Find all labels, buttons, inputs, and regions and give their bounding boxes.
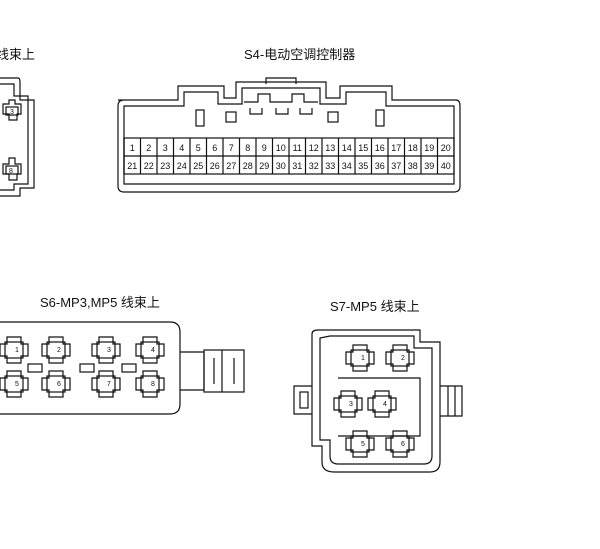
s6-cavity-label: 1 xyxy=(15,347,19,354)
s6-cavity-label: 4 xyxy=(151,347,155,354)
s4-pin-label: 15 xyxy=(358,143,368,153)
s4-pin-label: 29 xyxy=(259,161,269,171)
s6-cavity: 4 xyxy=(135,336,165,364)
s6-connector-body xyxy=(0,321,245,415)
s4-pin-label: 32 xyxy=(309,161,319,171)
s3-cavity-3: 3 xyxy=(2,99,22,121)
s4-pin-label: 6 xyxy=(212,143,217,153)
s6-cavity: 6 xyxy=(41,370,71,398)
s4-pin-label: 25 xyxy=(193,161,203,171)
s4-pin-label: 37 xyxy=(391,161,401,171)
s4-pin-label: 8 xyxy=(245,143,250,153)
s3-pin-label: 8 xyxy=(9,168,13,175)
s7-cavity-label: 4 xyxy=(383,401,387,408)
s6-cavities: 1 2 3 4 5 6 7 8 xyxy=(0,336,165,398)
s7-cavity: 3 xyxy=(333,390,363,418)
s4-pin-label: 21 xyxy=(127,161,137,171)
s4-pin-label: 38 xyxy=(408,161,418,171)
s4-pin-label: 31 xyxy=(292,161,302,171)
s6-connector-label: S6-MP3,MP5 线束上 xyxy=(40,295,160,310)
s7-cavity: 6 xyxy=(385,430,415,458)
s4-pin-label: 10 xyxy=(276,143,286,153)
s4-pin-label: 23 xyxy=(160,161,170,171)
s7-cavity: 4 xyxy=(367,390,397,418)
s4-pin-label: 4 xyxy=(179,143,184,153)
s4-pin-label: 12 xyxy=(309,143,319,153)
s4-pin-label: 36 xyxy=(375,161,385,171)
s4-pin-label: 16 xyxy=(375,143,385,153)
s7-cavity-label: 5 xyxy=(361,441,365,448)
s6-cavity-label: 6 xyxy=(57,381,61,388)
s6-cavity: 1 xyxy=(0,336,29,364)
s7-cavities: 1 2 3 4 5 6 xyxy=(333,344,415,458)
s4-pin-label: 11 xyxy=(293,143,302,153)
s4-pin-label: 7 xyxy=(229,143,234,153)
s6-cavity: 3 xyxy=(91,336,121,364)
s4-pin-label: 28 xyxy=(243,161,253,171)
s4-pin-label: 40 xyxy=(441,161,451,171)
s4-pin-label: 19 xyxy=(424,143,434,153)
s6-cavity: 5 xyxy=(0,370,29,398)
s7-cavity-label: 1 xyxy=(361,355,365,362)
s7-cavity-label: 3 xyxy=(349,401,353,408)
s4-pin-label: 30 xyxy=(276,161,286,171)
s6-cavity-label: 5 xyxy=(15,381,19,388)
s4-pin-label: 1 xyxy=(130,143,135,153)
s6-cavity: 7 xyxy=(91,370,121,398)
s4-pin-label: 35 xyxy=(358,161,368,171)
s4-connector-body xyxy=(117,77,461,193)
s3-connector-label-partial: 线束上 xyxy=(0,47,36,62)
s4-pin-label: 20 xyxy=(441,143,451,153)
s4-pin-label: 14 xyxy=(342,143,352,153)
s6-cavity: 8 xyxy=(135,370,165,398)
s4-connector-label: S4-电动空调控制器 xyxy=(244,47,356,62)
s7-cavity-label: 2 xyxy=(401,355,405,362)
s7-cavity: 2 xyxy=(385,344,415,372)
s4-pin-label: 22 xyxy=(144,161,154,171)
s4-pin-label: 33 xyxy=(325,161,335,171)
s4-pin-label: 34 xyxy=(342,161,352,171)
s4-pin-label: 3 xyxy=(163,143,168,153)
s3-pin-label: 3 xyxy=(10,109,14,116)
s4-pin-label: 39 xyxy=(424,161,434,171)
s7-connector-label: S7-MP5 线束上 xyxy=(330,299,420,314)
s4-pin-label: 2 xyxy=(146,143,151,153)
s6-cavity-label: 2 xyxy=(57,347,61,354)
s7-cavity-label: 6 xyxy=(401,441,405,448)
s3-connector-partial: 3 8 xyxy=(0,77,35,197)
s3-cavity-8: 8 xyxy=(2,157,22,181)
s4-pin-label: 9 xyxy=(262,143,267,153)
s4-pin-label: 24 xyxy=(177,161,187,171)
s6-cavity-label: 8 xyxy=(151,381,155,388)
s4-pin-label: 27 xyxy=(226,161,236,171)
s6-cavity-label: 3 xyxy=(107,347,111,354)
s6-cavity: 2 xyxy=(41,336,71,364)
s6-cavity-label: 7 xyxy=(107,381,111,388)
s7-connector-body xyxy=(293,329,463,473)
s4-pin-label: 17 xyxy=(391,143,401,153)
s4-pin-label: 13 xyxy=(325,143,335,153)
s7-cavity: 5 xyxy=(345,430,375,458)
s4-pin-label: 26 xyxy=(210,161,220,171)
s4-pin-label: 5 xyxy=(196,143,201,153)
s7-cavity: 1 xyxy=(345,344,375,372)
s4-pin-label: 18 xyxy=(408,143,418,153)
